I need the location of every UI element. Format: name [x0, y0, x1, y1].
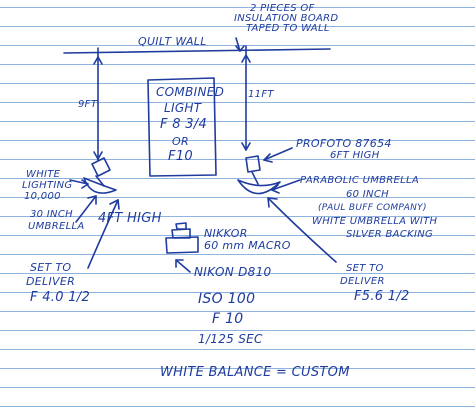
iso-setting: ISO 100: [198, 291, 256, 307]
profoto-height: 6FT HIGH: [330, 150, 380, 161]
combined-light-box: [147, 77, 217, 177]
camera-body: [165, 236, 199, 254]
left-umbrella: [83, 177, 117, 194]
insulation-note-line-2: INSULATION BOARD: [234, 13, 339, 24]
light-height-label: 4FT HIGH: [98, 211, 162, 226]
white-lighting-line-3: 10,000: [24, 191, 61, 202]
quilt-wall-label: QUILT WALL: [138, 35, 207, 48]
lens-detail: 60 mm MACRO: [204, 239, 291, 252]
camera-arrow: [175, 259, 191, 273]
parabolic-line-5: SILVER BACKING: [346, 229, 434, 240]
profoto-arrow: [263, 147, 293, 161]
left-deliver-line-2: DELIVER: [26, 275, 76, 288]
right-deliver-arrow: [267, 197, 337, 263]
combined-light-line-5: F10: [168, 149, 193, 164]
quilt-wall-line: [63, 48, 331, 54]
right-deliver-line-2: DELIVER: [340, 276, 385, 287]
insulation-note-line-3: TAPED TO WALL: [246, 23, 330, 34]
left-light-head: [91, 157, 111, 177]
left-deliver-line-1: SET TO: [30, 261, 72, 274]
insulation-note-line-1: 2 PIECES OF: [250, 3, 315, 14]
white-lighting-line-2: LIGHTING: [22, 180, 73, 191]
combined-light-line-1: COMBINED: [156, 85, 225, 99]
umbrella-30-line-2: UMBRELLA: [28, 221, 85, 232]
right-light-head: [245, 155, 261, 173]
umbrella-30-arrow: [75, 195, 97, 223]
shutter-setting: 1/125 SEC: [198, 332, 263, 346]
right-distance-label: 11FT: [248, 89, 274, 100]
parabolic-line-4: WHITE UMBRELLA WITH: [312, 216, 438, 227]
left-deliver-line-3: F 4.0 1/2: [30, 290, 91, 305]
left-deliver-arrow: [87, 199, 119, 269]
lens-label: NIKKOR: [204, 227, 248, 240]
profoto-label: PROFOTO 87654: [296, 137, 392, 150]
combined-light-line-4: OR: [172, 135, 189, 148]
right-umbrella: [237, 179, 281, 195]
white-lighting-line-1: WHITE: [26, 169, 61, 180]
combined-light-line-3: F 8 3/4: [160, 117, 208, 132]
parabolic-line-1: PARABOLIC UMBRELLA: [300, 175, 420, 186]
white-balance-setting: WHITE BALANCE = CUSTOM: [160, 365, 350, 380]
aperture-setting: F 10: [212, 311, 244, 327]
insulation-arrow: [235, 37, 241, 52]
left-distance-label: 9FT: [78, 99, 98, 110]
parabolic-line-3: (PAUL BUFF COMPANY): [318, 203, 427, 213]
parabolic-arrow: [271, 179, 301, 191]
parabolic-line-2: 60 INCH: [346, 189, 389, 200]
umbrella-30-line-1: 30 INCH: [30, 209, 73, 220]
right-deliver-line-3: F5.6 1/2: [354, 289, 410, 304]
right-deliver-line-1: SET TO: [346, 263, 384, 274]
camera-label: NIKON D810: [194, 265, 272, 279]
combined-light-line-2: LIGHT: [164, 101, 202, 115]
